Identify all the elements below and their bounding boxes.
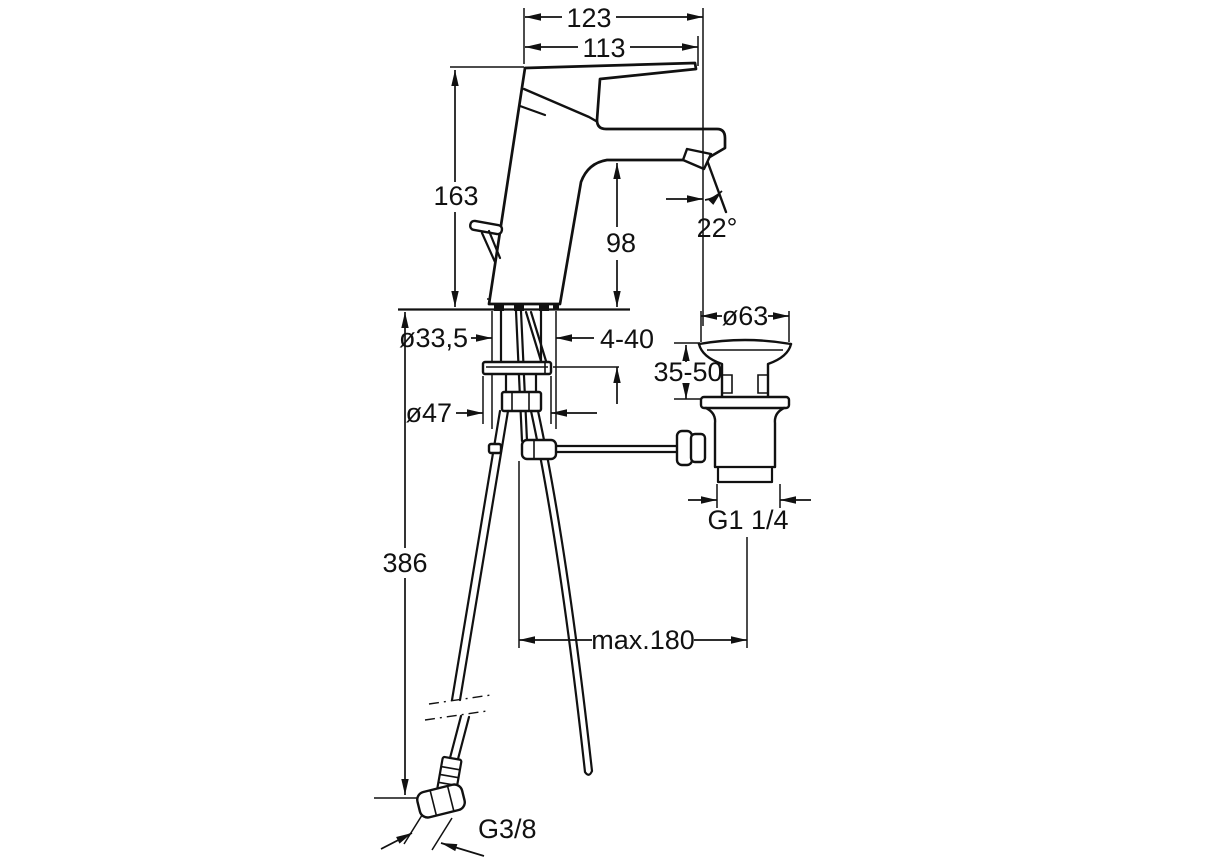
- supply-hose-left: [448, 409, 510, 761]
- dim-label-deck-range: 4-40: [600, 324, 654, 354]
- waste-neck-left: [697, 342, 724, 399]
- dim-label-waste-flange-dia: ø63: [722, 301, 769, 331]
- dim-label-base-dia: ø47: [405, 398, 452, 428]
- pull-rod: [514, 309, 529, 443]
- hose-clip: [487, 442, 503, 455]
- dim-label-supply-thread: G3/8: [478, 814, 537, 844]
- waste-neck-right: [766, 342, 793, 399]
- dim-label-spout-height: 98: [606, 228, 636, 258]
- pull-rod-clamp: [520, 438, 558, 461]
- supply-nut-g38: [416, 783, 466, 819]
- shank-below-plate: [504, 372, 538, 394]
- lever-wedge-line: [522, 87, 598, 123]
- dim-label-hose-length: 386: [382, 548, 427, 578]
- dimension-annotations: 123 113 163 98 22° 386 ø33,5 4-40: [374, 3, 811, 857]
- base-gasket-tabs: [494, 303, 559, 311]
- mounting-nut-facets: [511, 392, 530, 411]
- dim-arrow-supply-left: [380, 832, 413, 850]
- extension-line-supply-left: [403, 811, 425, 845]
- dim-label-height: 163: [433, 181, 478, 211]
- mounting-shank: [499, 309, 543, 363]
- flange-washer-plate: [481, 360, 553, 376]
- dim-label-overall-width: 123: [566, 3, 611, 33]
- waste-linkage-rod: [554, 444, 686, 454]
- linkage-connector-inner: [689, 432, 707, 464]
- waste-flange-top: [697, 338, 793, 346]
- aerator: [681, 147, 713, 171]
- body-shoulder-line: [518, 104, 547, 117]
- body-outline: [487, 61, 727, 306]
- waste-lower-flange: [699, 395, 791, 410]
- waste-tailpiece: [713, 465, 777, 484]
- waste-body: [704, 406, 786, 469]
- supply-hose-right: [529, 409, 594, 776]
- waste-side-slots: [722, 374, 768, 394]
- hose-in-shank: [524, 310, 548, 363]
- mounting-nut: [500, 390, 543, 413]
- angle-arc: [704, 190, 723, 205]
- pull-rod-knob: [468, 219, 504, 236]
- linkage-connector-outer: [675, 429, 694, 467]
- pop-up-waste: [697, 338, 793, 484]
- hose-break-marks: [424, 694, 492, 721]
- dim-label-waste-thread: G1 1/4: [707, 505, 788, 535]
- dim-label-waste-range: 35-50: [653, 357, 722, 387]
- flange-washer-detail: [486, 362, 548, 374]
- dim-label-handle-reach: 113: [582, 33, 625, 63]
- dim-label-pull-rod-max: max.180: [591, 625, 695, 655]
- faucet-body: [468, 8, 728, 326]
- extension-line-supply-right: [431, 817, 453, 851]
- dim-label-shank-dia: ø33,5: [399, 323, 468, 353]
- pull-rod-knob-stem: [480, 229, 502, 264]
- under-deck-hardware: [416, 309, 707, 819]
- dim-arrow-supply-right: [440, 842, 485, 857]
